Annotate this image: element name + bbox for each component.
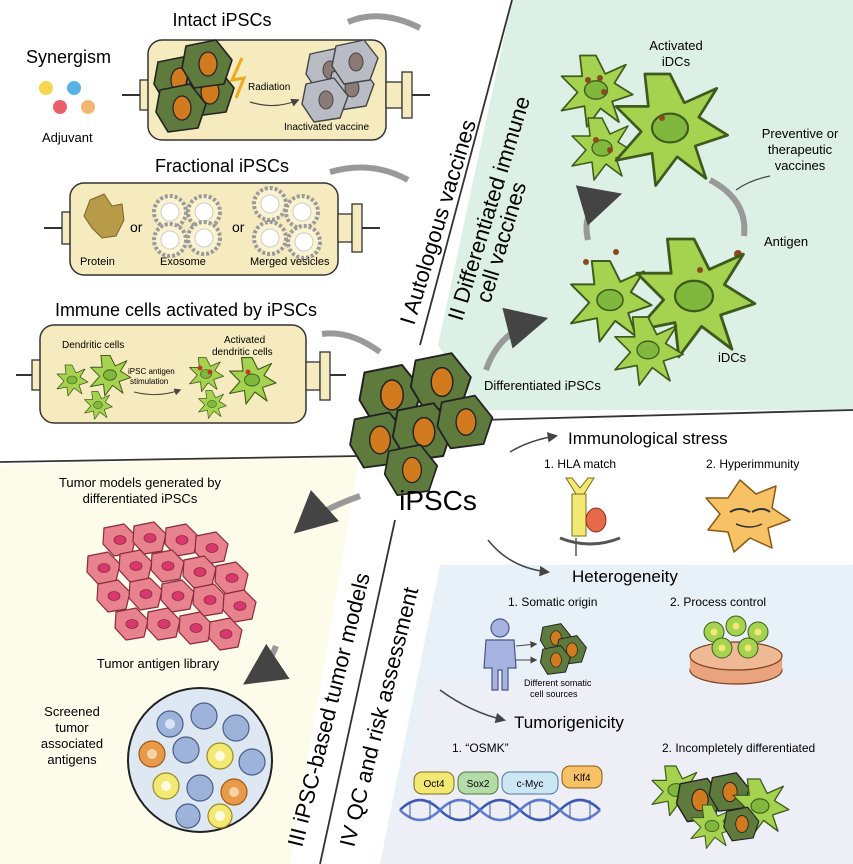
arrow-to-heterogeneity xyxy=(487,539,551,577)
or-label-1: or xyxy=(130,219,143,235)
tumor-models-label-line2: differentiated iPSCs xyxy=(83,491,198,506)
incompletely-differentiated-label: 2. Incompletely differentiated xyxy=(662,741,815,755)
screened-antigen-dish xyxy=(127,687,273,833)
idcs-label: iDCs xyxy=(718,350,747,365)
hla-match-label: 1. HLA match xyxy=(544,457,616,471)
tumor-antigen-library-label: Tumor antigen library xyxy=(97,656,220,671)
arrow-to-tumorigenicity xyxy=(439,689,507,724)
quadrant-2-background xyxy=(438,0,853,410)
heterogeneity-title: Heterogeneity xyxy=(572,567,678,586)
exosome-label: Exosome xyxy=(160,256,206,268)
differentiated-ipscs-label: Differentiated iPSCs xyxy=(484,378,601,393)
gene-box-sox2 xyxy=(457,771,499,795)
hyperimmunity-cell-illustration xyxy=(705,479,791,553)
antigen-label: Antigen xyxy=(764,234,808,249)
radiation-label: Radiation xyxy=(248,82,290,93)
divider-right xyxy=(479,409,853,421)
protein-label: Protein xyxy=(80,256,115,268)
idcs-cluster xyxy=(570,237,757,387)
syringe-fractional: Protein or Exosome or Merged vesicles xyxy=(44,182,380,276)
dendritic-cells-label: Dendritic cells xyxy=(62,340,124,351)
screened-label-line4: antigens xyxy=(47,752,97,767)
protein-shape xyxy=(83,193,125,239)
activated-idcs-cluster xyxy=(560,54,729,187)
arrow-to-screened xyxy=(243,643,290,685)
hyperimmunity-label: 2. Hyperimmunity xyxy=(706,457,799,471)
gene-label-klf4: Klf4 xyxy=(573,773,591,784)
adjuvant-dot-blue xyxy=(67,81,81,95)
preventive-pointer xyxy=(735,175,771,191)
somatic-origin-illustration: Different somatic cell sources xyxy=(483,618,592,699)
divider-bottom xyxy=(319,519,396,864)
immunological-stress-title: Immunological stress xyxy=(568,429,728,448)
gene-label-oct4: Oct4 xyxy=(423,779,445,790)
arrow-cycle-left xyxy=(575,185,623,241)
gene-box-klf4 xyxy=(561,765,603,789)
tumorigenicity-title: Tumorigenicity xyxy=(514,713,624,732)
immune-cells-title: Immune cells activated by iPSCs xyxy=(55,300,317,320)
process-control-dish-illustration xyxy=(689,615,783,685)
arrow-to-fractional xyxy=(329,164,410,183)
synergism-title: Synergism xyxy=(26,47,111,67)
syringe-immune: Dendritic cells iPSC antigen stimulation… xyxy=(16,324,346,424)
arrow-to-immuno xyxy=(509,432,559,453)
divider-left xyxy=(0,455,361,463)
adjuvant-dot-orange xyxy=(81,100,95,114)
preventive-label-line3: vaccines xyxy=(775,158,826,173)
arrow-to-intact xyxy=(346,13,422,31)
fractional-ipscs-title: Fractional iPSCs xyxy=(155,156,289,176)
gene-label-cmyc: c-Myc xyxy=(517,779,544,790)
somatic-origin-label: 1. Somatic origin xyxy=(508,595,597,609)
gene-box-oct4 xyxy=(413,771,455,795)
inactivated-vaccine-label: Inactivated vaccine xyxy=(284,122,369,133)
gene-label-sox2: Sox2 xyxy=(467,779,490,790)
tumor-models-label-line1: Tumor models generated by xyxy=(59,475,222,490)
quadrant-4-lower-background xyxy=(380,680,853,864)
screened-label-line1: Screened xyxy=(44,704,100,719)
activated-idcs-label-line2: iDCs xyxy=(662,54,691,69)
activated-dc-label-line1: Activated xyxy=(224,335,265,346)
preventive-label-line2: therapeutic xyxy=(768,142,833,157)
activated-idcs-label-line1: Activated xyxy=(649,38,702,53)
different-somatic-label-line2: cell sources xyxy=(530,689,578,699)
arrow-to-immune xyxy=(321,330,382,355)
osmk-label: 1. “OSMK” xyxy=(452,741,509,755)
arrow-to-tumor-models xyxy=(293,489,361,534)
radiation-bolt-icon xyxy=(229,57,247,99)
merged-vesicles-label: Merged vesicles xyxy=(250,256,330,268)
adjuvant-dot-red xyxy=(53,100,67,114)
screened-label-line2: tumor xyxy=(55,720,89,735)
different-somatic-label-line1: Different somatic xyxy=(524,678,592,688)
hla-receptor-illustration xyxy=(559,477,621,556)
screened-label-line3: associated xyxy=(41,736,103,751)
ipscs-center-label: iPSCs xyxy=(399,485,477,516)
stimulation-label-line1: iPSC antigen xyxy=(128,367,175,376)
gene-box-cmyc xyxy=(501,771,559,795)
arrow-cycle-right xyxy=(708,177,748,237)
osmk-gene-illustration: Oct4 Sox2 c-Myc Klf4 xyxy=(399,765,603,822)
adjuvant-dot-yellow xyxy=(39,81,53,95)
syringe-intact: Radiation Inactivated vaccine xyxy=(122,39,430,141)
preventive-label-line1: Preventive or xyxy=(762,126,839,141)
or-label-2: or xyxy=(232,219,245,235)
stimulation-label-line2: stimulation xyxy=(130,377,168,386)
arrow-to-idcs xyxy=(483,307,549,372)
adjuvant-label: Adjuvant xyxy=(42,130,93,145)
activated-dc-label-line2: dendritic cells xyxy=(212,347,273,358)
intact-ipscs-title: Intact iPSCs xyxy=(172,10,271,30)
divider-top xyxy=(419,0,513,346)
process-control-label: 2. Process control xyxy=(670,595,766,609)
